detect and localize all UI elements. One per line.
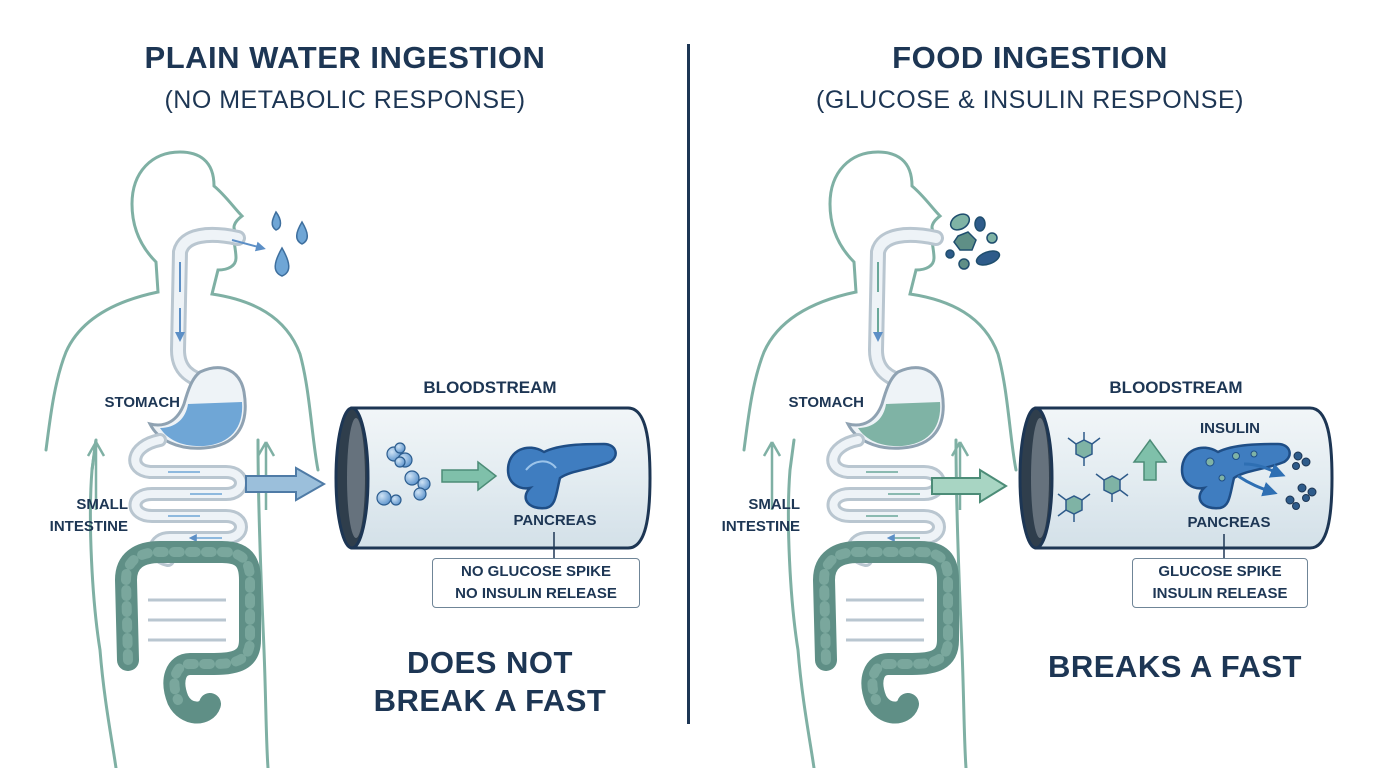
panel-divider (687, 44, 690, 724)
water-arrow-to-bloodstream-icon (245, 466, 327, 502)
food-colon (813, 541, 959, 724)
food-glucose-molecules-icon (1057, 432, 1129, 522)
food-esophagus (867, 226, 944, 390)
food-response-box: GLUCOSE SPIKE INSULIN RELEASE (1132, 558, 1308, 608)
water-bloodstream-label: BLOODSTREAM (423, 378, 557, 397)
food-body-outline (742, 150, 1018, 768)
water-intestine-label-line-2: INTESTINE (49, 518, 128, 535)
water-molecule-bubbles-icon (376, 442, 431, 506)
food-arm-arrow-left-icon (762, 441, 782, 510)
water-pancreas-label: PANCREAS (513, 512, 597, 529)
water-title: PLAIN WATER INGESTION (144, 40, 546, 75)
water-flow-arrow-icon (441, 460, 498, 492)
food-glucose-rise-arrow-icon (1132, 438, 1168, 481)
food-response-line-1: GLUCOSE SPIKE (1158, 563, 1282, 580)
food-insulin-molecules-icon (1285, 451, 1317, 510)
water-response-line-2: NO INSULIN RELEASE (455, 585, 617, 602)
water-verdict-line-1: DOES NOT (407, 645, 573, 680)
water-body-outline (44, 150, 320, 768)
food-particles-icon (945, 213, 1001, 270)
water-droplets-icon (271, 210, 308, 277)
water-pancreas-icon (506, 442, 617, 510)
water-verdict-line-2: BREAK A FAST (373, 683, 607, 718)
food-response-line-2: INSULIN RELEASE (1152, 585, 1288, 602)
water-stomach-label: STOMACH (104, 394, 180, 411)
water-intestine-label: SMALL INTESTINE (30, 494, 128, 538)
food-pancreas-label: PANCREAS (1187, 514, 1271, 531)
water-colon (115, 541, 261, 724)
food-panel (742, 150, 1334, 768)
water-panel (44, 150, 652, 768)
water-bloodstream-tube (334, 406, 652, 550)
water-response-line-1: NO GLUCOSE SPIKE (460, 563, 612, 580)
food-verdict: BREAKS A FAST (1048, 649, 1302, 684)
food-title: FOOD INGESTION (892, 40, 1168, 75)
water-response-box: NO GLUCOSE SPIKE NO INSULIN RELEASE (432, 558, 640, 608)
food-arrow-to-bloodstream-icon (931, 468, 1008, 504)
water-esophagus (169, 226, 246, 390)
food-subtitle: (GLUCOSE & INSULIN RESPONSE) (816, 86, 1244, 114)
food-intestine-label: SMALL INTESTINE (700, 494, 800, 538)
water-intestine-label-line-1: SMALL (76, 496, 128, 513)
water-arm-arrow-left-icon (86, 441, 106, 510)
food-bloodstream-tube (1018, 406, 1334, 550)
food-stomach-label: STOMACH (788, 394, 864, 411)
water-verdict: DOES NOT BREAK A FAST (340, 644, 640, 720)
food-bloodstream-label: BLOODSTREAM (1109, 378, 1243, 397)
food-insulin-label: INSULIN (1200, 420, 1260, 437)
food-arm-arrow-right-icon (950, 441, 970, 510)
food-intestine-label-line-2: INTESTINE (721, 518, 800, 535)
food-intestine-label-line-1: SMALL (748, 496, 800, 513)
water-subtitle: (NO METABOLIC RESPONSE) (164, 86, 526, 114)
